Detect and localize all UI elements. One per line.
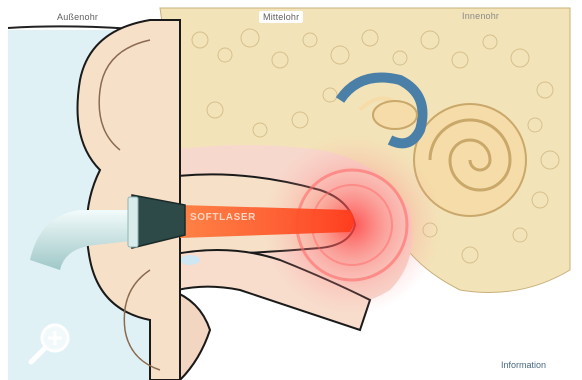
inner-ear-label: Innenohr xyxy=(462,11,499,21)
laser-label: SOFTLASER xyxy=(190,212,256,223)
information-link[interactable]: Information xyxy=(501,360,546,370)
middle-ear-label: Mittelohr xyxy=(259,11,303,23)
zoom-in-icon xyxy=(25,318,75,368)
outer-ear-label: Außenohr xyxy=(53,11,102,23)
laser-probe-collar xyxy=(128,197,138,247)
zoom-button[interactable] xyxy=(25,318,75,368)
